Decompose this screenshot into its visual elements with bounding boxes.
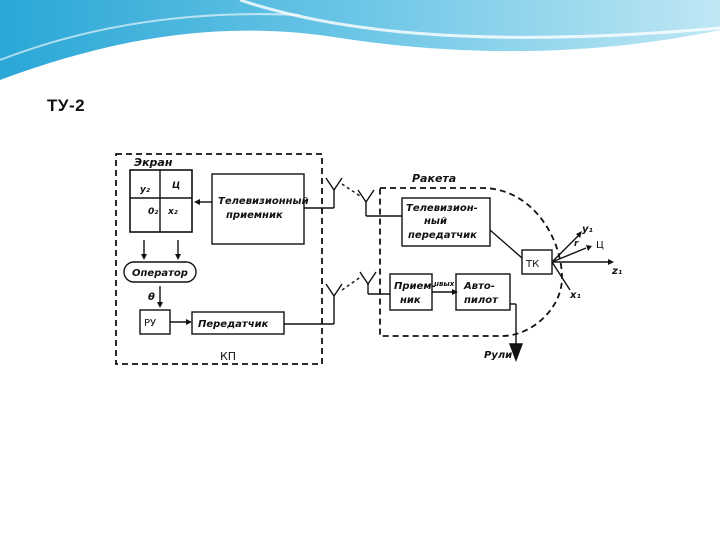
u-out-label: uвых xyxy=(434,280,455,288)
transmitter-box xyxy=(191,311,285,335)
receiver-line2: ник xyxy=(400,295,421,306)
screen-label: Экран xyxy=(134,156,173,169)
block-diagram: Экран КП Ракета y₂ Ц 0₂ x₂ Телевизионный… xyxy=(115,153,622,365)
missile-r-label: r xyxy=(574,239,579,249)
tv-transmitter-line3: передатчик xyxy=(408,230,477,241)
missile-z-axis-label: z₁ xyxy=(611,266,622,277)
slide-title: ТУ-2 xyxy=(47,96,86,115)
screen-origin-label: 0₂ xyxy=(148,207,158,217)
missile-y-axis-label: y₁ xyxy=(582,224,593,235)
tv-receiver-line1: Телевизионный xyxy=(218,196,309,207)
missile-target-label: Ц xyxy=(596,240,604,251)
kp-label: КП xyxy=(220,350,236,363)
receiver-line1: Прием- xyxy=(394,281,436,292)
kp-boundary xyxy=(115,153,323,365)
screen-x-axis-label: x₂ xyxy=(167,207,178,217)
screen-box xyxy=(129,169,193,233)
missile-x-axis-label: x₁ xyxy=(569,290,581,301)
tv-receiver-box xyxy=(211,173,305,245)
autopilot-line2: пилот xyxy=(464,295,499,306)
tv-transmitter-line2: ный xyxy=(424,216,447,227)
rudders-label: Рули xyxy=(484,350,512,361)
autopilot-line1: Авто- xyxy=(463,281,495,292)
transmitter-label: Передатчик xyxy=(198,319,269,330)
tv-transmitter-box xyxy=(401,197,491,247)
ru-label: РУ xyxy=(144,318,156,329)
screen-y-axis-label: y₂ xyxy=(140,185,150,195)
operator-label: Оператор xyxy=(132,268,188,279)
theta-label: θ xyxy=(148,292,155,303)
screen-small-label: Ц xyxy=(172,181,180,191)
operator-box xyxy=(123,261,197,283)
rocket-label: Ракета xyxy=(412,172,456,185)
header-wave-decoration xyxy=(0,0,720,80)
tv-transmitter-line1: Телевизион- xyxy=(406,203,478,214)
tk-label: ТК xyxy=(525,259,539,270)
tv-receiver-line2: приемник xyxy=(226,210,283,221)
